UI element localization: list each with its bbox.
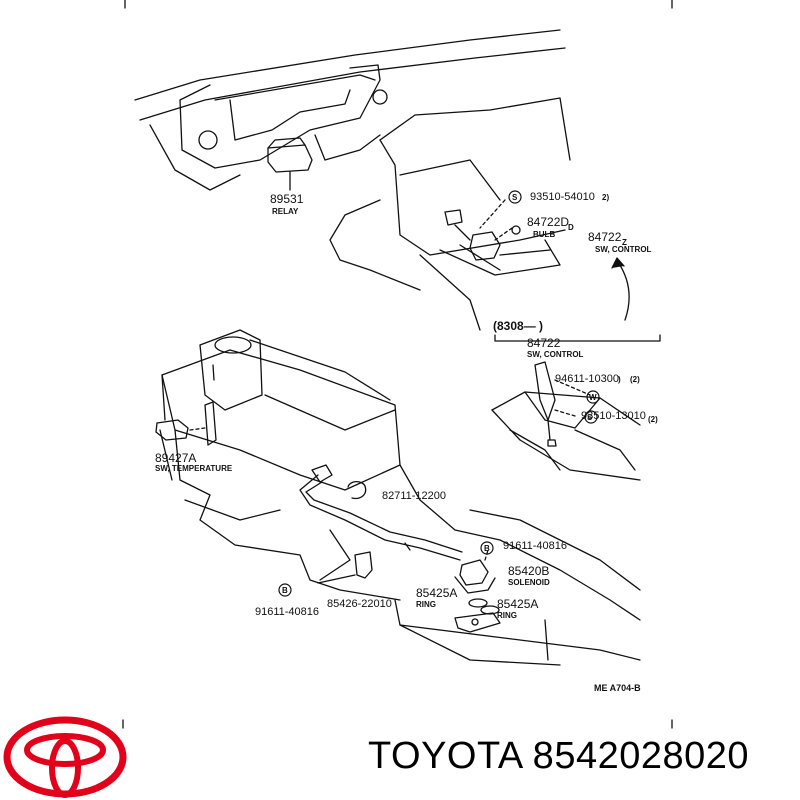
inset-bolt-mark: S — [587, 413, 593, 422]
mark-circle — [278, 583, 292, 597]
mount-hole — [471, 618, 479, 626]
temp-switch-part-number: 89427A — [155, 451, 196, 465]
inset-range: (8308— ) — [493, 319, 543, 333]
solenoid-caption: SOLENOID — [508, 578, 550, 587]
dashboard-drawing — [134, 29, 571, 331]
ring-right-part-number: 85425A — [497, 597, 538, 611]
bolt-top-part-number: 93510-54010 — [530, 191, 595, 203]
bolt-left-mark: B — [282, 586, 288, 595]
ring-right-caption: RING — [497, 611, 517, 620]
reference-code: ME A704-B — [594, 683, 641, 693]
brand-part-number: TOYOTA 8542028020 — [368, 735, 750, 777]
inset-bolt-part-number: 93510-13010 — [581, 410, 646, 422]
callout-arrow — [617, 261, 630, 321]
inset-switch-caption: SW, CONTROL — [527, 350, 584, 359]
inset-screw-qty: (2) — [630, 375, 640, 384]
mount-plate — [454, 612, 501, 633]
cable-drawing — [299, 464, 463, 561]
solenoid-part — [454, 549, 496, 594]
mark-circle — [508, 190, 522, 204]
bolt-left-part-number: 91611-40816 — [255, 606, 319, 618]
temperature-switch-part — [155, 401, 217, 446]
bulb-part-sub: D — [568, 223, 574, 232]
bulb-part-number: 84722D — [527, 215, 569, 229]
switch-top-part-sub: Z — [622, 238, 627, 247]
relay-part-number: 89531 — [270, 192, 304, 206]
ring-left-part-number: 85425A — [416, 586, 457, 600]
clamp-part — [347, 480, 367, 500]
switch-top-caption: SW, CONTROL — [595, 245, 652, 254]
toyota-logo-icon — [3, 716, 127, 798]
arrow-head — [611, 257, 625, 269]
relay-caption: RELAY — [272, 207, 299, 216]
mark-circle — [480, 541, 494, 555]
switch-top-part-number: 84722 — [588, 230, 622, 244]
inset-screw-mark: W — [589, 393, 597, 402]
clamp-part-number: 82711-12200 — [382, 490, 446, 502]
solenoid-part-number: 85420B — [508, 564, 549, 578]
control-switch-top — [444, 199, 521, 261]
inset-screw-paren: ) — [618, 375, 621, 384]
bolt-right-mark: B — [484, 544, 490, 553]
bolt-top-mark: S — [512, 193, 518, 202]
bulb-caption: BULB — [533, 230, 555, 239]
bracket-part — [354, 551, 373, 579]
inset-console-drawing — [491, 361, 641, 481]
ring-part-left — [468, 598, 488, 608]
ring-left-caption: RING — [416, 600, 436, 609]
inset-bracket — [494, 334, 661, 342]
relay-part — [267, 137, 313, 191]
mark-circle — [584, 410, 598, 424]
mark-circle — [586, 390, 600, 404]
bolt-right-part-number: 91611-40816 — [503, 540, 567, 552]
inset-bolt-qty: (2) — [648, 415, 658, 424]
inset-switch-part-number: 84722 — [527, 336, 561, 350]
temp-switch-caption: SW, TEMPERATURE — [155, 464, 233, 473]
bracket-part-number: 85426-22010 — [327, 598, 392, 610]
inset-screw-part-number: 94611-10300 — [555, 373, 619, 385]
bolt-top-qty: 2) — [602, 193, 609, 202]
bracket-leader — [317, 574, 356, 584]
